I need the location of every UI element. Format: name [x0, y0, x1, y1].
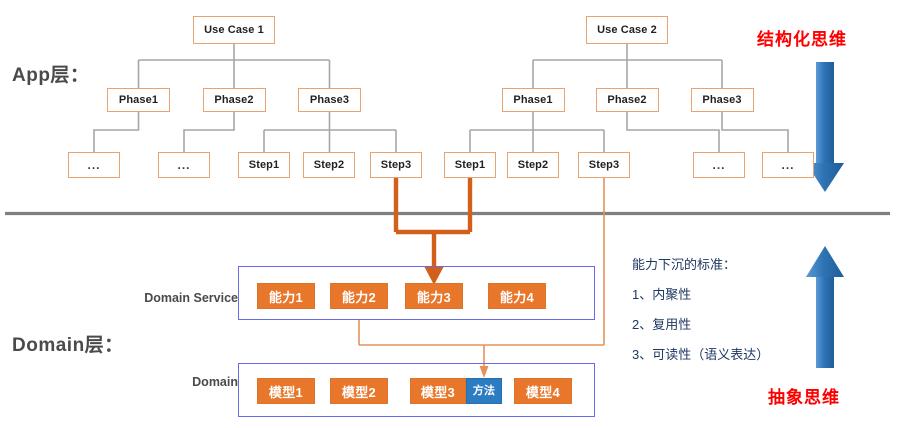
model-2-chip[interactable]: 模型2 [330, 378, 388, 404]
tree2-step-5[interactable]: ... [762, 152, 814, 178]
capability-1-chip[interactable]: 能力1 [257, 283, 315, 309]
tree1-step-3[interactable]: Step1 [238, 152, 290, 178]
tree1-phase-1[interactable]: Phase1 [107, 88, 170, 112]
tree1-step-2[interactable]: ... [158, 152, 210, 178]
model-3-chip[interactable]: 模型3 [410, 378, 466, 404]
domain-row-label: Domain [192, 375, 238, 389]
domain-service-label: Domain Service [144, 291, 238, 305]
capability-2-chip[interactable]: 能力2 [330, 283, 388, 309]
notes-block: 能力下沉的标准： 1、内聚性 2、复用性 3、可读性（语义表达） [632, 250, 769, 370]
tree2-phase-1[interactable]: Phase1 [501, 88, 565, 112]
abstract-thinking-label: 抽象思维 [768, 388, 840, 407]
tree2-step-1[interactable]: Step1 [444, 152, 496, 178]
structured-thinking-label: 结构化思维 [757, 30, 847, 49]
notes-item-3: 3、可读性（语义表达） [632, 347, 770, 362]
tree1-step-4[interactable]: Step2 [303, 152, 355, 178]
model-1-chip[interactable]: 模型1 [257, 378, 315, 404]
domain-group [238, 363, 595, 417]
method-chip-label: 方法 [472, 384, 496, 397]
domain-layer-label: Domain层： [12, 335, 124, 356]
notes-item-1: 1、内聚性 [632, 287, 692, 302]
use-case-1-node[interactable]: Use Case 1 [193, 16, 275, 44]
tree2-step-2[interactable]: Step2 [507, 152, 559, 178]
up-arrow-shape [806, 246, 844, 368]
notes-item-2: 2、复用性 [632, 317, 692, 332]
tree2-step-4[interactable]: ... [693, 152, 745, 178]
tree1-phase-2[interactable]: Phase2 [202, 88, 266, 112]
app-layer-label: App层： [12, 65, 90, 86]
tree2-step-3[interactable]: Step3 [578, 152, 630, 178]
use-case-2-node[interactable]: Use Case 2 [586, 16, 668, 44]
model-4-chip[interactable]: 模型4 [514, 378, 572, 404]
tree1-step-1[interactable]: ... [68, 152, 120, 178]
tree1-step-5[interactable]: Step3 [370, 152, 422, 178]
method-chip[interactable]: 方法 [466, 378, 502, 404]
tree1-phase-3[interactable]: Phase3 [298, 88, 361, 112]
capability-4-chip[interactable]: 能力4 [488, 283, 546, 309]
domain-service-group [238, 266, 595, 320]
tree2-phase-2[interactable]: Phase2 [595, 88, 659, 112]
capability-3-chip[interactable]: 能力3 [405, 283, 463, 309]
notes-title: 能力下沉的标准： [632, 257, 737, 272]
tree2-phase-3[interactable]: Phase3 [690, 88, 754, 112]
